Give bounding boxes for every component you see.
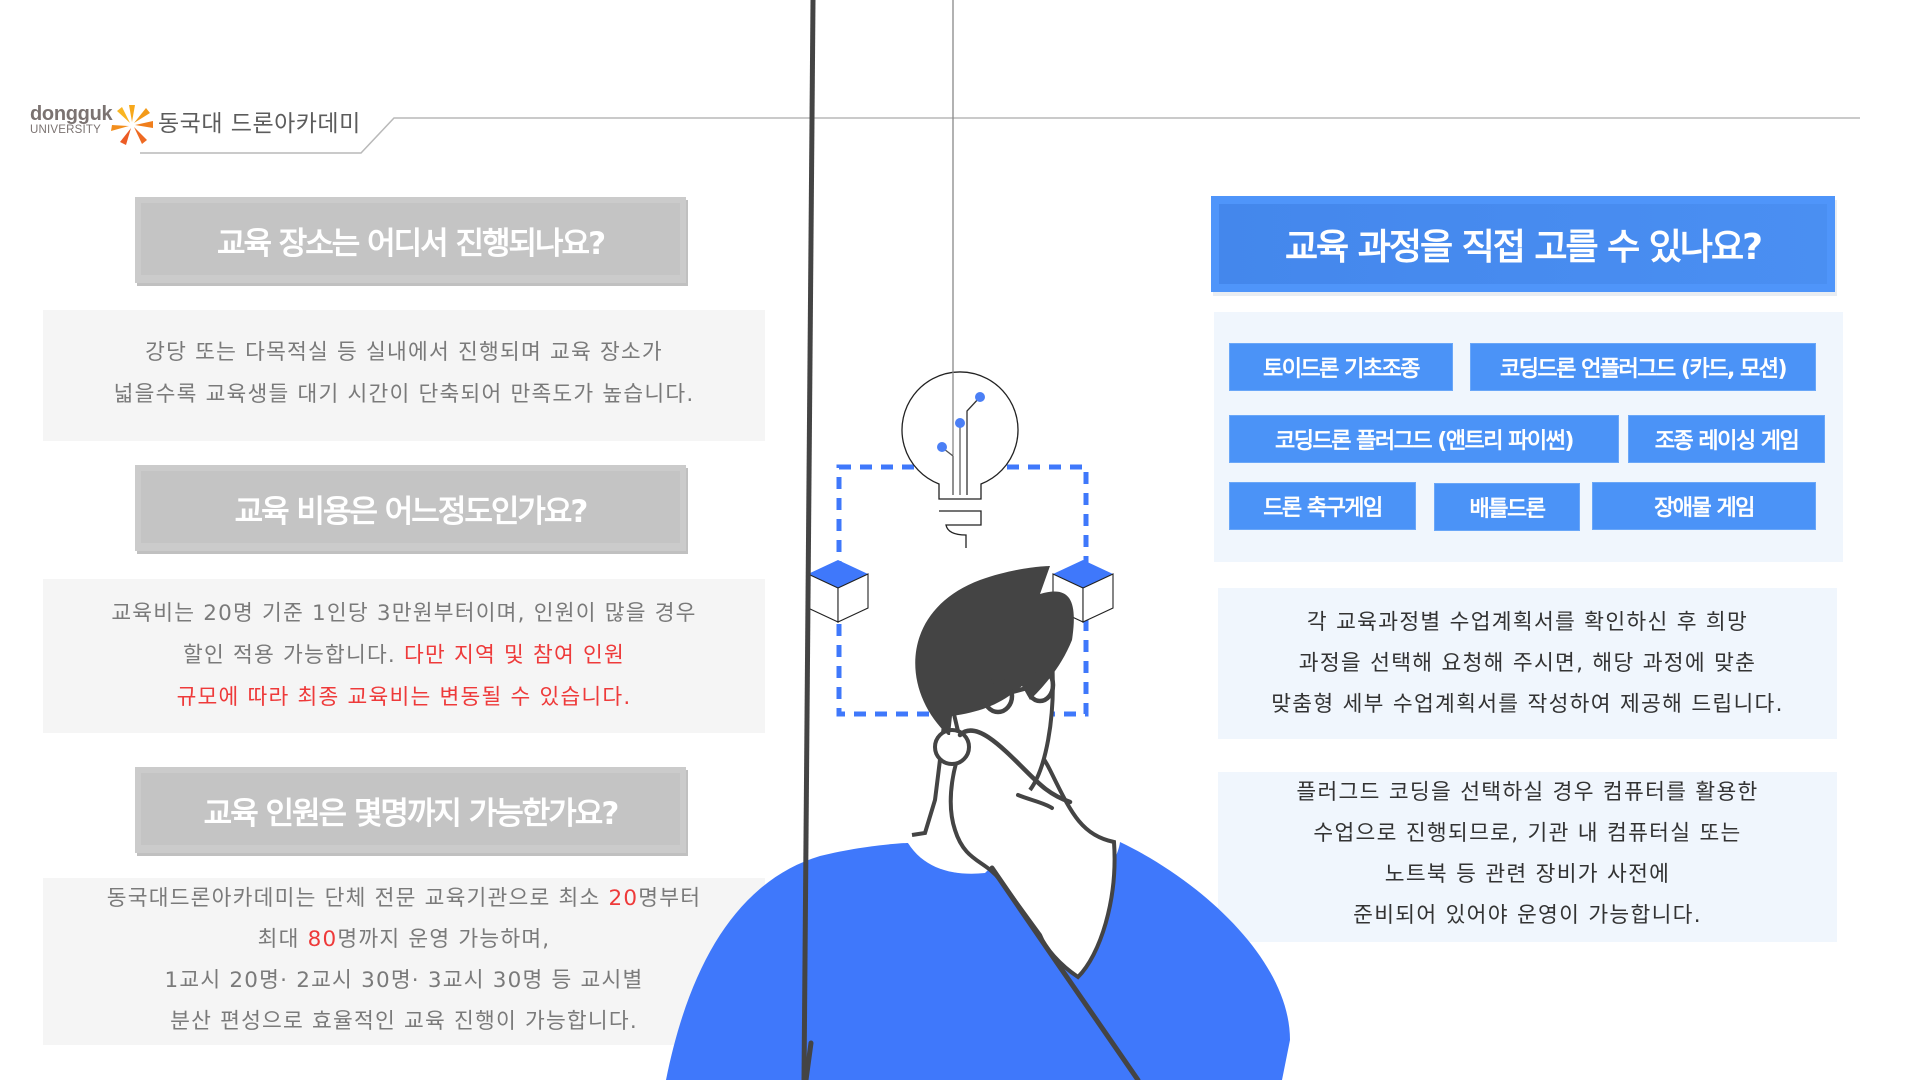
- faq-answer-location: 강당 또는 다목적실 등 실내에서 진행되며 교육 장소가 넓을수록 교육생들 …: [43, 310, 765, 441]
- course-question-text: 교육 과정을 직접 고를 수 있나요?: [1284, 227, 1763, 268]
- logo-university: UNIVERSITY: [30, 124, 102, 136]
- faq-question-text: 교육 장소는 어디서 진행되나요?: [216, 225, 606, 262]
- answer-line: 강당 또는 다목적실 등 실내에서 진행되며 교육 장소가: [145, 340, 663, 365]
- answer-line: 1교시 20명· 2교시 30명· 3교시 30명 등 교시별: [164, 968, 644, 993]
- answer-line: 분산 편성으로 효율적인 교육 진행이 가능합니다.: [170, 1009, 638, 1034]
- course-question-header: 교육 과정을 직접 고를 수 있나요?: [1211, 196, 1835, 292]
- faq-answer-capacity: 동국대드론아카데미는 단체 전문 교육기관으로 최소 20명부터 최대 80명까…: [43, 878, 765, 1045]
- highlight-number: 20: [608, 886, 639, 911]
- person-body: [666, 842, 1290, 1080]
- answer-line: 교육비는 20명 기준 1인당 3만원부터이며, 인원이 많을 경우: [111, 601, 697, 626]
- info-line: 노트북 등 관련 장비가 사전에: [1384, 862, 1671, 887]
- glasses: [950, 666, 1056, 715]
- highlight-text: 다만 지역 및 참여 인원: [404, 643, 625, 668]
- info-line: 플러그드 코딩을 선택하실 경우 컴퓨터를 활용한: [1296, 780, 1759, 805]
- faq-answer-cost: 교육비는 20명 기준 1인당 3만원부터이며, 인원이 많을 경우 할인 적용…: [43, 579, 765, 733]
- info-line: 각 교육과정별 수업계획서를 확인하신 후 희망: [1306, 610, 1749, 635]
- header-divider: [140, 117, 1860, 154]
- faq-question-cost: 교육 비용은 어느정도인가요?: [135, 465, 686, 551]
- faq-question-text: 교육 인원은 몇명까지 가능한가요?: [203, 795, 620, 832]
- lightbulb-icon: [901, 0, 1019, 548]
- highlight-number: 80: [307, 927, 338, 952]
- faq-question-capacity: 교육 인원은 몇명까지 가능한가요?: [135, 767, 686, 853]
- answer-line: 동국대드론아카데미는 단체 전문 교육기관으로 최소 20명부터: [106, 886, 702, 911]
- course-chip-drone-soccer[interactable]: 드론 축구게임: [1229, 482, 1416, 530]
- faq-question-location: 교육 장소는 어디서 진행되나요?: [135, 197, 686, 283]
- answer-line: 규모에 따라 최종 교육비는 변동될 수 있습니다.: [176, 685, 632, 710]
- info-line: 과정을 선택해 요청해 주시면, 해당 과정에 맞춘: [1298, 651, 1757, 676]
- course-chip-coding-plugged[interactable]: 코딩드론 플러그드 (앤트리 파이썬): [1229, 415, 1619, 463]
- faq-question-text: 교육 비용은 어느정도인가요?: [234, 493, 589, 530]
- cube-icon: [1052, 560, 1114, 623]
- dongguk-star-icon: [111, 105, 153, 145]
- course-info-equipment: 플러그드 코딩을 선택하실 경우 컴퓨터를 활용한 수업으로 진행되므로, 기관…: [1218, 772, 1837, 942]
- info-line: 수업으로 진행되므로, 기관 내 컴퓨터실 또는: [1313, 821, 1742, 846]
- info-line: 준비되어 있어야 운영이 가능합니다.: [1353, 903, 1702, 928]
- course-chip-obstacle-game[interactable]: 장애물 게임: [1592, 482, 1816, 530]
- answer-line: 넓을수록 교육생들 대기 시간이 단축되어 만족도가 높습니다.: [113, 382, 695, 407]
- cube-icon: [807, 560, 869, 623]
- dongguk-logo: dongguk UNIVERSITY: [30, 103, 113, 137]
- person-hair: [915, 566, 1074, 735]
- answer-line: 할인 적용 가능합니다. 다만 지역 및 참여 인원: [183, 643, 625, 668]
- answer-line: 최대 80명까지 운영 가능하며,: [257, 927, 551, 952]
- logo-wordmark: dongguk: [30, 103, 113, 125]
- course-chip-racing-game[interactable]: 조종 레이싱 게임: [1628, 415, 1825, 463]
- info-line: 맞춤형 세부 수업계획서를 작성하여 제공해 드립니다.: [1271, 692, 1784, 717]
- course-chip-coding-unplugged[interactable]: 코딩드론 언플러그드 (카드, 모션): [1470, 343, 1816, 391]
- course-chip-toy-drone[interactable]: 토이드론 기초조종: [1229, 343, 1453, 391]
- course-info-plan: 각 교육과정별 수업계획서를 확인하신 후 희망 과정을 선택해 요청해 주시면…: [1218, 588, 1837, 739]
- site-title: 동국대 드론아카데미: [158, 111, 361, 137]
- course-chip-battle-drone[interactable]: 배틀드론: [1434, 483, 1580, 531]
